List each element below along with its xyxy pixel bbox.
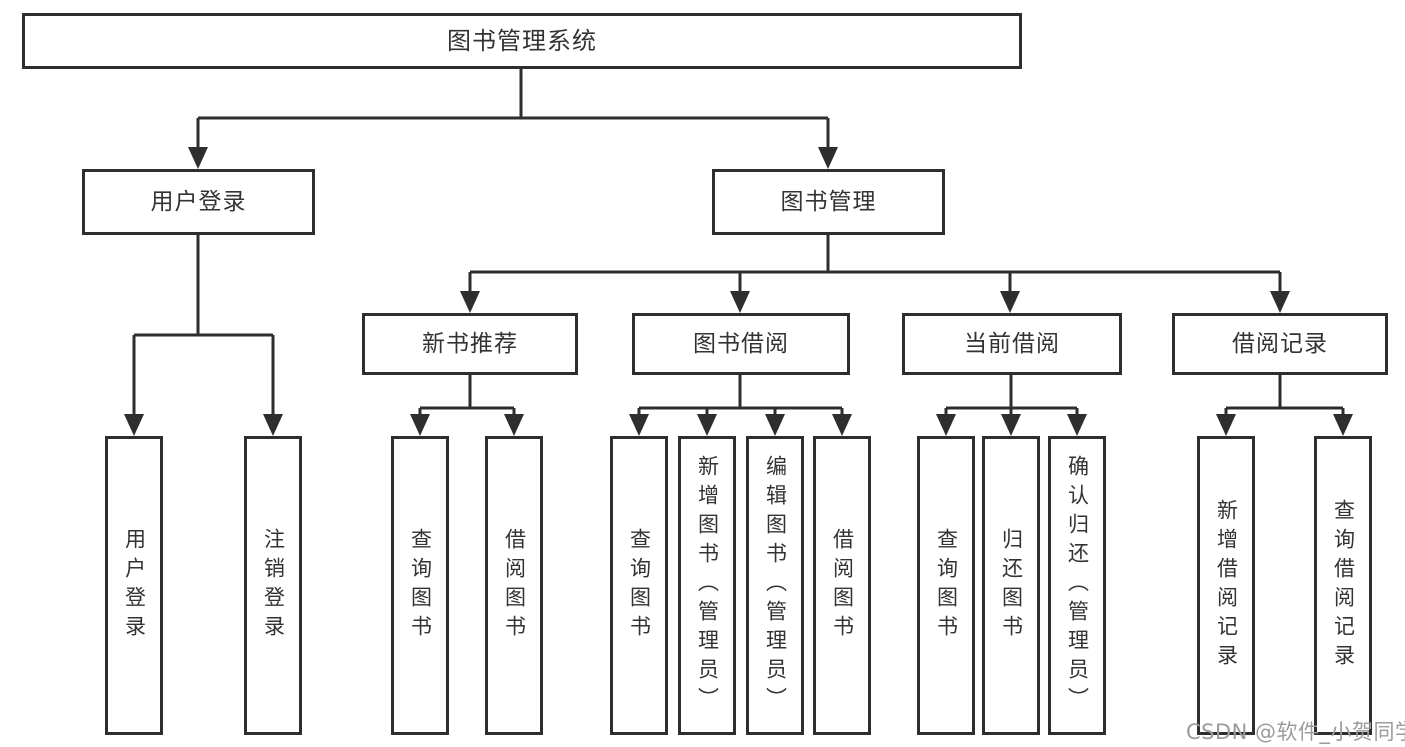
arrow-down-icon [936, 414, 956, 436]
node-label: 查询图书 [934, 527, 959, 644]
node-label: 当前借阅 [964, 330, 1060, 357]
node-label: 用户登录 [122, 527, 147, 644]
node-user-login: 用户登录 [82, 169, 315, 235]
leaf-borrow-books: 借阅图书 [813, 436, 871, 735]
leaf-query-books-current: 查询图书 [917, 436, 975, 735]
leaf-edit-book-admin: 编辑图书（管理员） [746, 436, 804, 735]
arrow-down-icon [460, 291, 480, 313]
node-label: 新书推荐 [422, 330, 518, 357]
watermark: CSDN @软件_小贺同学 [1186, 720, 1405, 744]
node-label: 查询图书 [627, 527, 652, 644]
leaf-add-borrow-record: 新增借阅记录 [1197, 436, 1255, 735]
arrow-down-icon [124, 414, 144, 436]
node-label: 确认归还（管理员） [1065, 455, 1090, 716]
node-borrowing-records: 借阅记录 [1172, 313, 1388, 375]
node-label: 图书借阅 [693, 330, 789, 357]
node-label: 编辑图书（管理员） [763, 455, 788, 716]
node-label: 新增图书（管理员） [695, 455, 720, 716]
leaf-return-book: 归还图书 [982, 436, 1040, 735]
arrow-down-icon [1333, 414, 1353, 436]
connector-new-book-children [410, 375, 524, 436]
arrow-down-icon [410, 414, 430, 436]
node-label: 借阅记录 [1232, 330, 1328, 357]
leaf-add-book-admin: 新增图书（管理员） [678, 436, 736, 735]
connector-book-management-children [460, 235, 1290, 313]
arrow-down-icon [818, 147, 838, 169]
arrow-down-icon [697, 414, 717, 436]
arrow-down-icon [730, 291, 750, 313]
connector-book-borrow-children [629, 375, 852, 436]
arrow-down-icon [765, 414, 785, 436]
node-label: 图书管理 [780, 188, 877, 215]
node-library-management-system: 图书管理系统 [22, 13, 1022, 69]
leaf-confirm-return-admin: 确认归还（管理员） [1048, 436, 1106, 735]
connector-user-login-children [124, 235, 283, 436]
leaf-user-login: 用户登录 [105, 436, 163, 735]
arrow-down-icon [832, 414, 852, 436]
node-label: 注销登录 [261, 527, 286, 644]
node-book-borrowing: 图书借阅 [632, 313, 850, 375]
arrow-down-icon [1001, 414, 1021, 436]
leaf-query-books-recommend: 查询图书 [391, 436, 449, 735]
arrow-down-icon [1270, 291, 1290, 313]
connector-borrow-record-children [1216, 375, 1353, 436]
node-label: 归还图书 [999, 527, 1024, 644]
arrow-down-icon [1067, 414, 1087, 436]
arrow-down-icon [1000, 291, 1020, 313]
leaf-query-borrow-record: 查询借阅记录 [1314, 436, 1372, 735]
leaf-borrow-books-recommend: 借阅图书 [485, 436, 543, 735]
node-current-borrowing: 当前借阅 [902, 313, 1122, 375]
node-label: 借阅图书 [830, 527, 855, 644]
node-new-book-recommendation: 新书推荐 [362, 313, 578, 375]
arrow-down-icon [188, 147, 208, 169]
node-label: 新增借阅记录 [1214, 498, 1239, 673]
node-label: 查询借阅记录 [1331, 498, 1356, 673]
leaf-query-books-borrow: 查询图书 [610, 436, 668, 735]
arrow-down-icon [504, 414, 524, 436]
leaf-logout: 注销登录 [244, 436, 302, 735]
node-label: 借阅图书 [502, 527, 527, 644]
node-label: 图书管理系统 [447, 27, 597, 55]
connector-root-to-level2 [188, 69, 838, 169]
node-label: 用户登录 [150, 188, 247, 215]
connector-current-borrow-children [936, 375, 1087, 436]
arrow-down-icon [263, 414, 283, 436]
arrow-down-icon [629, 414, 649, 436]
node-label: 查询图书 [408, 527, 433, 644]
node-book-management: 图书管理 [712, 169, 945, 235]
arrow-down-icon [1216, 414, 1236, 436]
